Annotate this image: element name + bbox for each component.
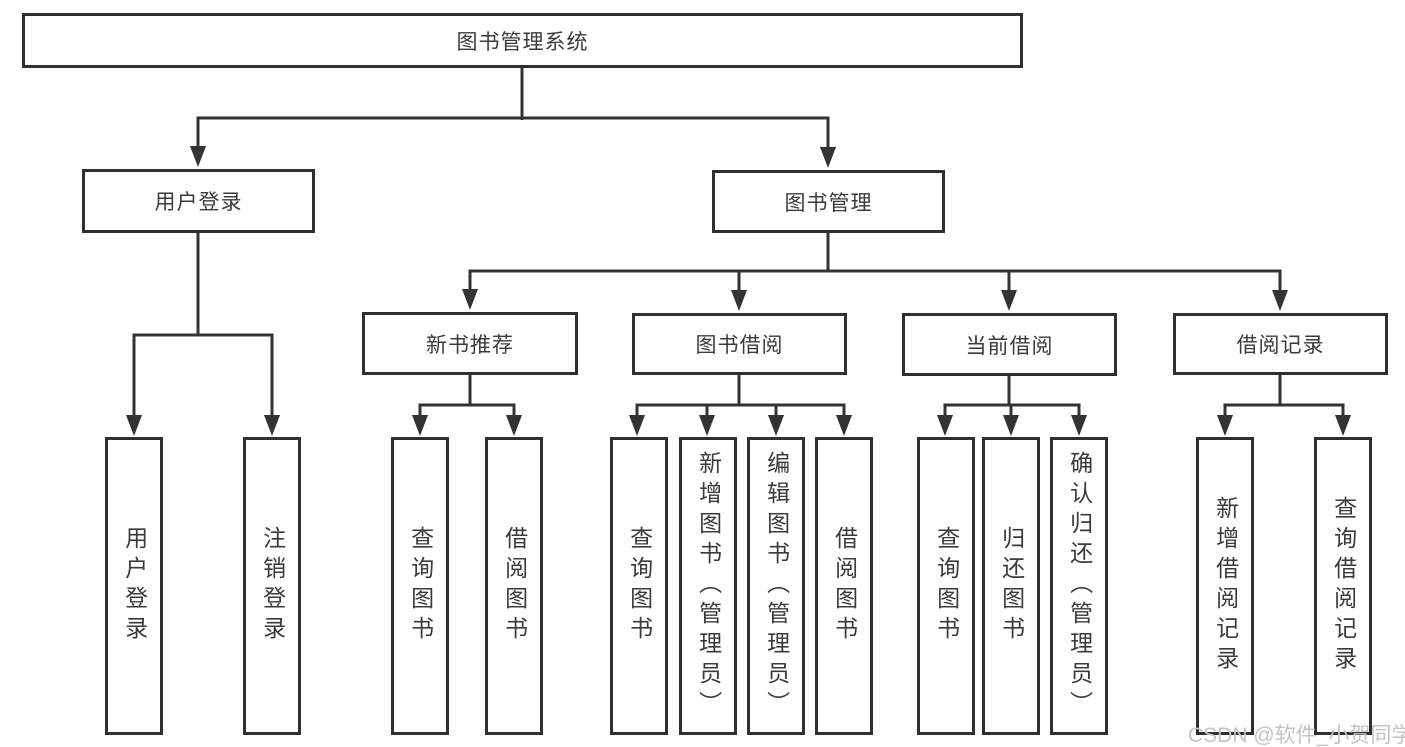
leaf-current-query-books: 查询图书 bbox=[917, 437, 975, 735]
leaf-borrow-borrow-books: 借阅图书 bbox=[815, 437, 873, 735]
leaf-user-login: 用户登录 bbox=[105, 437, 163, 735]
leaf-record-query: 查询借阅记录 bbox=[1314, 437, 1372, 735]
leaf-borrow-add-books-admin: 新增图书（管理员） bbox=[679, 437, 737, 735]
node-book-borrow: 图书借阅 bbox=[632, 313, 847, 375]
leaf-borrow-query-books: 查询图书 bbox=[610, 437, 668, 735]
leaf-newbook-borrow-books: 借阅图书 bbox=[485, 437, 543, 735]
leaf-borrow-edit-books-admin: 编辑图书（管理员） bbox=[747, 437, 805, 735]
node-current-borrow: 当前借阅 bbox=[902, 313, 1117, 376]
arrowheads bbox=[126, 146, 1351, 436]
node-new-book-recommend: 新书推荐 bbox=[362, 312, 578, 375]
node-book-management: 图书管理 bbox=[712, 170, 945, 233]
node-borrow-record: 借阅记录 bbox=[1173, 313, 1388, 375]
leaf-newbook-query-books: 查询图书 bbox=[391, 437, 449, 735]
csdn-watermark: CSDN @软件_小贺同学 bbox=[1188, 724, 1405, 747]
node-user-login: 用户登录 bbox=[82, 169, 315, 233]
tree-edges bbox=[132, 68, 1345, 422]
leaf-current-confirm-return-admin: 确认归还（管理员） bbox=[1050, 437, 1108, 735]
leaf-record-add: 新增借阅记录 bbox=[1196, 437, 1254, 735]
leaf-current-return-books: 归还图书 bbox=[982, 437, 1040, 735]
leaf-logout: 注销登录 bbox=[243, 437, 301, 735]
node-root: 图书管理系统 bbox=[22, 13, 1023, 68]
